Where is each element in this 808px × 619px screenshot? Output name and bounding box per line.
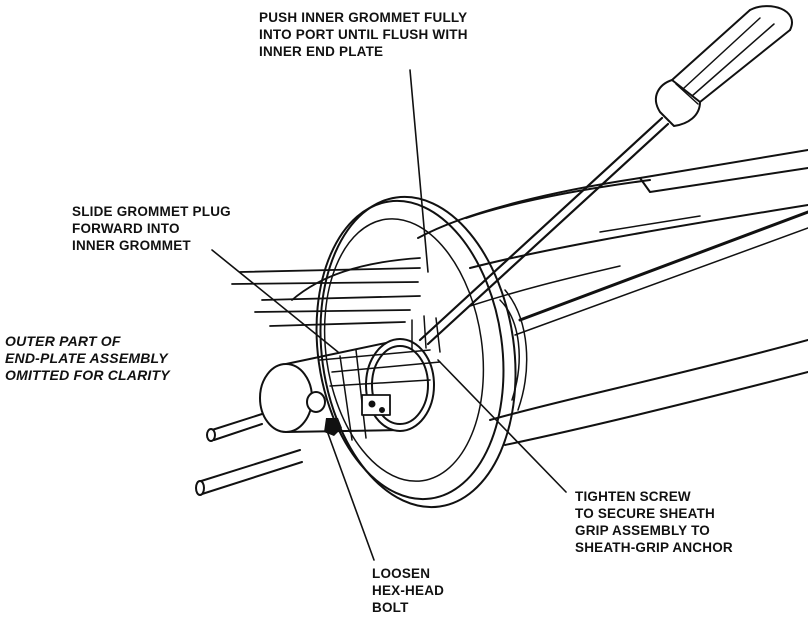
callout-line: INNER END PLATE [259, 44, 384, 59]
inner-end-plate [315, 195, 528, 509]
hex-head-bolt [306, 391, 342, 436]
callout-line: SLIDE GROMMET PLUG [72, 204, 231, 219]
leader-tighten-screw [437, 359, 567, 493]
callout-line: TO SECURE SHEATH [575, 506, 715, 521]
callout-line: OMITTED FOR CLARITY [5, 367, 170, 383]
front-cable [195, 413, 303, 496]
screwdriver [418, 5, 793, 346]
callout-line: LOOSEN [372, 566, 431, 581]
callout-line: OUTER PART OF [5, 333, 121, 349]
callout-slide-grommet-plug: SLIDE GROMMET PLUG FORWARD INTO INNER GR… [72, 203, 231, 254]
callout-line: INNER GROMMET [72, 238, 191, 253]
leader-slide-plug [211, 249, 339, 353]
callout-line: FORWARD INTO [72, 221, 180, 236]
cable-bundle [231, 257, 421, 327]
sheath-grip-assembly [259, 315, 441, 441]
callout-outer-part-omitted: OUTER PART OF END-PLATE ASSEMBLY OMITTED… [5, 333, 170, 384]
callout-line: PUSH INNER GROMMET FULLY [259, 10, 468, 25]
callout-line: END-PLATE ASSEMBLY [5, 350, 168, 366]
callout-line: TIGHTEN SCREW [575, 489, 691, 504]
callout-line: HEX-HEAD [372, 583, 445, 598]
callout-loosen-hex-head-bolt: LOOSEN HEX-HEAD BOLT [372, 565, 444, 616]
leader-push-grommet [409, 69, 429, 273]
closure-housing [417, 149, 808, 446]
callout-line: INTO PORT UNTIL FLUSH WITH [259, 27, 468, 42]
callout-push-inner-grommet: PUSH INNER GROMMET FULLY INTO PORT UNTIL… [259, 9, 468, 60]
callout-line: BOLT [372, 600, 409, 615]
callout-tighten-screw: TIGHTEN SCREW TO SECURE SHEATH GRIP ASSE… [575, 488, 733, 556]
callout-line: SHEATH-GRIP ANCHOR [575, 540, 733, 555]
callout-line: GRIP ASSEMBLY TO [575, 523, 710, 538]
leader-loosen-bolt [325, 427, 375, 561]
leader-lines [211, 69, 567, 561]
